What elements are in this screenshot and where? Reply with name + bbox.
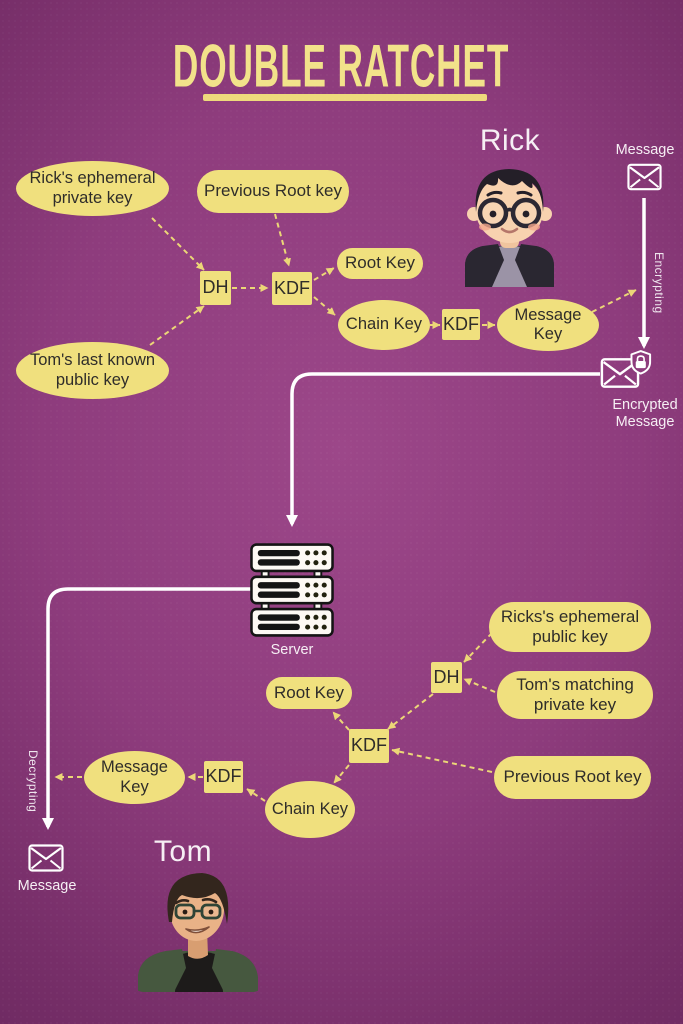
conn-previous-root-to-kdf-bottom <box>391 747 493 773</box>
server-to-message-line <box>42 587 251 830</box>
conn-kdf-to-chain-key <box>313 296 336 316</box>
encrypted-message-to-server-line <box>286 372 600 527</box>
encrypting-label: Encrypting <box>652 252 666 314</box>
rick-avatar-icon <box>465 169 554 287</box>
node-message-key-top: Message Key <box>497 299 599 351</box>
node-previous-root-key-bottom: Previous Root key <box>494 756 651 799</box>
conn-kdf-to-chain-key-bottom <box>333 764 350 784</box>
encrypt-connectors <box>149 213 637 346</box>
node-chain-key-top: Chain Key <box>338 300 430 350</box>
conn-ricks-public-to-dh <box>463 632 493 663</box>
rick-name-label: Rick <box>479 124 541 157</box>
conn-kdf-to-root-key <box>313 267 335 281</box>
conn-last-known-public-to-dh <box>149 305 205 346</box>
node-message-key-bottom: Message Key <box>84 751 185 804</box>
conn-ephemeral-private-to-dh <box>151 217 205 271</box>
server-icon-wrap <box>250 543 334 642</box>
envelope-icon <box>627 163 662 191</box>
conn-previous-root-to-kdf <box>274 213 291 267</box>
node-previous-root-key-top: Previous Root key <box>197 170 349 213</box>
encrypted-message-label: Encrypted Message <box>612 397 678 431</box>
envelope-icon <box>28 844 64 872</box>
message-top-envelope <box>627 162 662 197</box>
conn-chain-key-to-kdf2-bottom <box>246 788 266 802</box>
message-bottom-label: Message <box>17 878 77 894</box>
node-kdf-top: KDF <box>272 272 312 305</box>
node-toms-last-known-public-key: Tom's last known public key <box>16 342 169 399</box>
conn-kdf-to-root-key-bottom <box>332 711 350 731</box>
encrypted-message-envelope <box>600 350 652 401</box>
envelope-shield-lock-icon <box>600 350 652 388</box>
tom-avatar-icon <box>138 873 258 992</box>
node-dh-bottom: DH <box>431 662 462 693</box>
tom-name-label: Tom <box>153 835 213 868</box>
node-dh-top: DH <box>200 271 231 305</box>
node-root-key-bottom: Root Key <box>266 677 352 709</box>
page-title-text: DOUBLE RATCHET <box>173 34 510 100</box>
node-kdf2-top: KDF <box>442 309 480 340</box>
page-title: DOUBLE RATCHET <box>0 34 683 100</box>
conn-dh-to-kdf-bottom <box>387 693 434 730</box>
white-flow-lines <box>42 198 650 830</box>
server-label: Server <box>270 642 314 658</box>
node-ricks-ephemeral-public-key: Ricks's ephemeral public key <box>489 602 651 652</box>
node-kdf-bottom: KDF <box>349 729 389 763</box>
decrypting-label: Decrypting <box>26 750 40 813</box>
node-toms-matching-private-key: Tom's matching private key <box>497 671 653 719</box>
message-top-label: Message <box>615 142 675 158</box>
conn-toms-private-to-dh <box>463 678 496 693</box>
message-bottom-envelope <box>28 843 64 878</box>
node-root-key-top: Root Key <box>337 248 423 279</box>
tom-avatar <box>130 868 266 992</box>
server-rack-icon <box>250 543 334 637</box>
node-chain-key-bottom: Chain Key <box>265 781 355 838</box>
rick-avatar <box>452 164 567 287</box>
decrypt-connectors <box>54 632 496 802</box>
title-underline <box>203 94 487 101</box>
conn-message-key-to-encrypt-line <box>591 289 637 313</box>
node-rick-ephemeral-private-key: Rick's ephemeral private key <box>16 161 169 216</box>
node-kdf2-bottom: KDF <box>204 761 243 793</box>
